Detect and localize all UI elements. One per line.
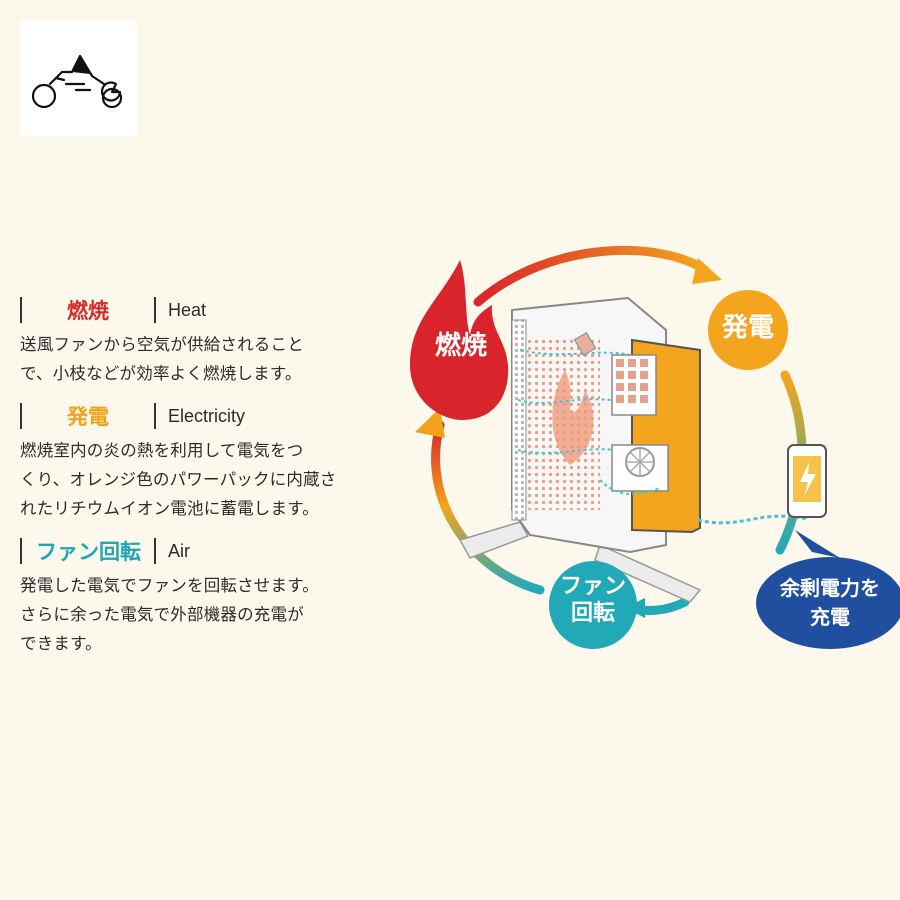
- divider-bar: [154, 403, 156, 429]
- section-electricity-title: 発電: [67, 405, 109, 429]
- arrow-head-icon: [692, 258, 722, 284]
- description-column: 燃焼 Heat 送風ファンから空気が供給されること で、小枝などが効率よく燃焼し…: [20, 290, 380, 666]
- divider-bar: [20, 297, 22, 323]
- motorcycle-tent-logo-icon: [31, 54, 123, 109]
- power-badge: [708, 290, 788, 370]
- fan-label-line1: ファン: [559, 574, 626, 599]
- section-air-heading: ファン回転 Air: [20, 531, 380, 571]
- cycle-illustration: [410, 245, 900, 649]
- power-label: 発電: [721, 313, 774, 343]
- body-line: くり、オレンジ色のパワーパックに内蔵さ: [20, 470, 337, 489]
- divider-bar: [154, 538, 156, 564]
- flame-label: 燃焼: [434, 331, 487, 361]
- section-electricity-english: Electricity: [168, 405, 246, 426]
- arrow-head-icon: [415, 408, 445, 438]
- section-heat-title: 燃焼: [67, 299, 109, 323]
- charge-label-line1: 余剰電力を: [780, 576, 880, 600]
- section-electricity-body: 燃焼室内の炎の熱を利用して電気をつ くり、オレンジ色のパワーパックに内蔵さ れた…: [20, 436, 380, 523]
- charge-label-line2: 充電: [810, 605, 850, 629]
- section-electricity-heading: 発電 Electricity: [20, 396, 380, 436]
- body-line: で、小枝などが効率よく燃焼します。: [20, 364, 302, 383]
- section-air-title: ファン回転: [36, 540, 141, 564]
- divider-bar: [20, 538, 22, 564]
- body-line: 燃焼室内の炎の熱を利用して電気をつ: [20, 441, 304, 460]
- flame-badge-icon: [410, 260, 509, 420]
- body-line: れたリチウムイオン電池に蓄電します。: [20, 499, 319, 518]
- section-heat-heading: 燃焼 Heat: [20, 290, 380, 330]
- fan-badge: [549, 561, 637, 649]
- divider-bar: [20, 403, 22, 429]
- charge-bubble: [756, 557, 900, 649]
- cycle-arc-left: [431, 420, 545, 595]
- section-air-english: Air: [168, 540, 190, 561]
- section-heat-english: Heat: [168, 299, 207, 320]
- body-line: 発電した電気でファンを回転させます。: [20, 576, 319, 595]
- stove-illustration: [458, 296, 811, 603]
- brand-logo: [20, 20, 137, 137]
- body-line: できます。: [20, 634, 102, 653]
- fan-label-line2: 回転: [570, 601, 615, 626]
- smartphone-icon: [787, 444, 827, 518]
- stove-cycle-diagram: 燃焼 発電 ファン 回転 余剰電力を 充電: [400, 240, 900, 670]
- divider-bar: [154, 297, 156, 323]
- section-air-body: 発電した電気でファンを回転させます。 さらに余った電気で外部機器の充電が できま…: [20, 571, 380, 658]
- body-line: 送風ファンから空気が供給されること: [20, 335, 304, 354]
- body-line: さらに余った電気で外部機器の充電が: [20, 605, 304, 624]
- cycle-arc-top: [473, 245, 710, 307]
- section-heat-body: 送風ファンから空気が供給されること で、小枝などが効率よく燃焼します。: [20, 330, 380, 388]
